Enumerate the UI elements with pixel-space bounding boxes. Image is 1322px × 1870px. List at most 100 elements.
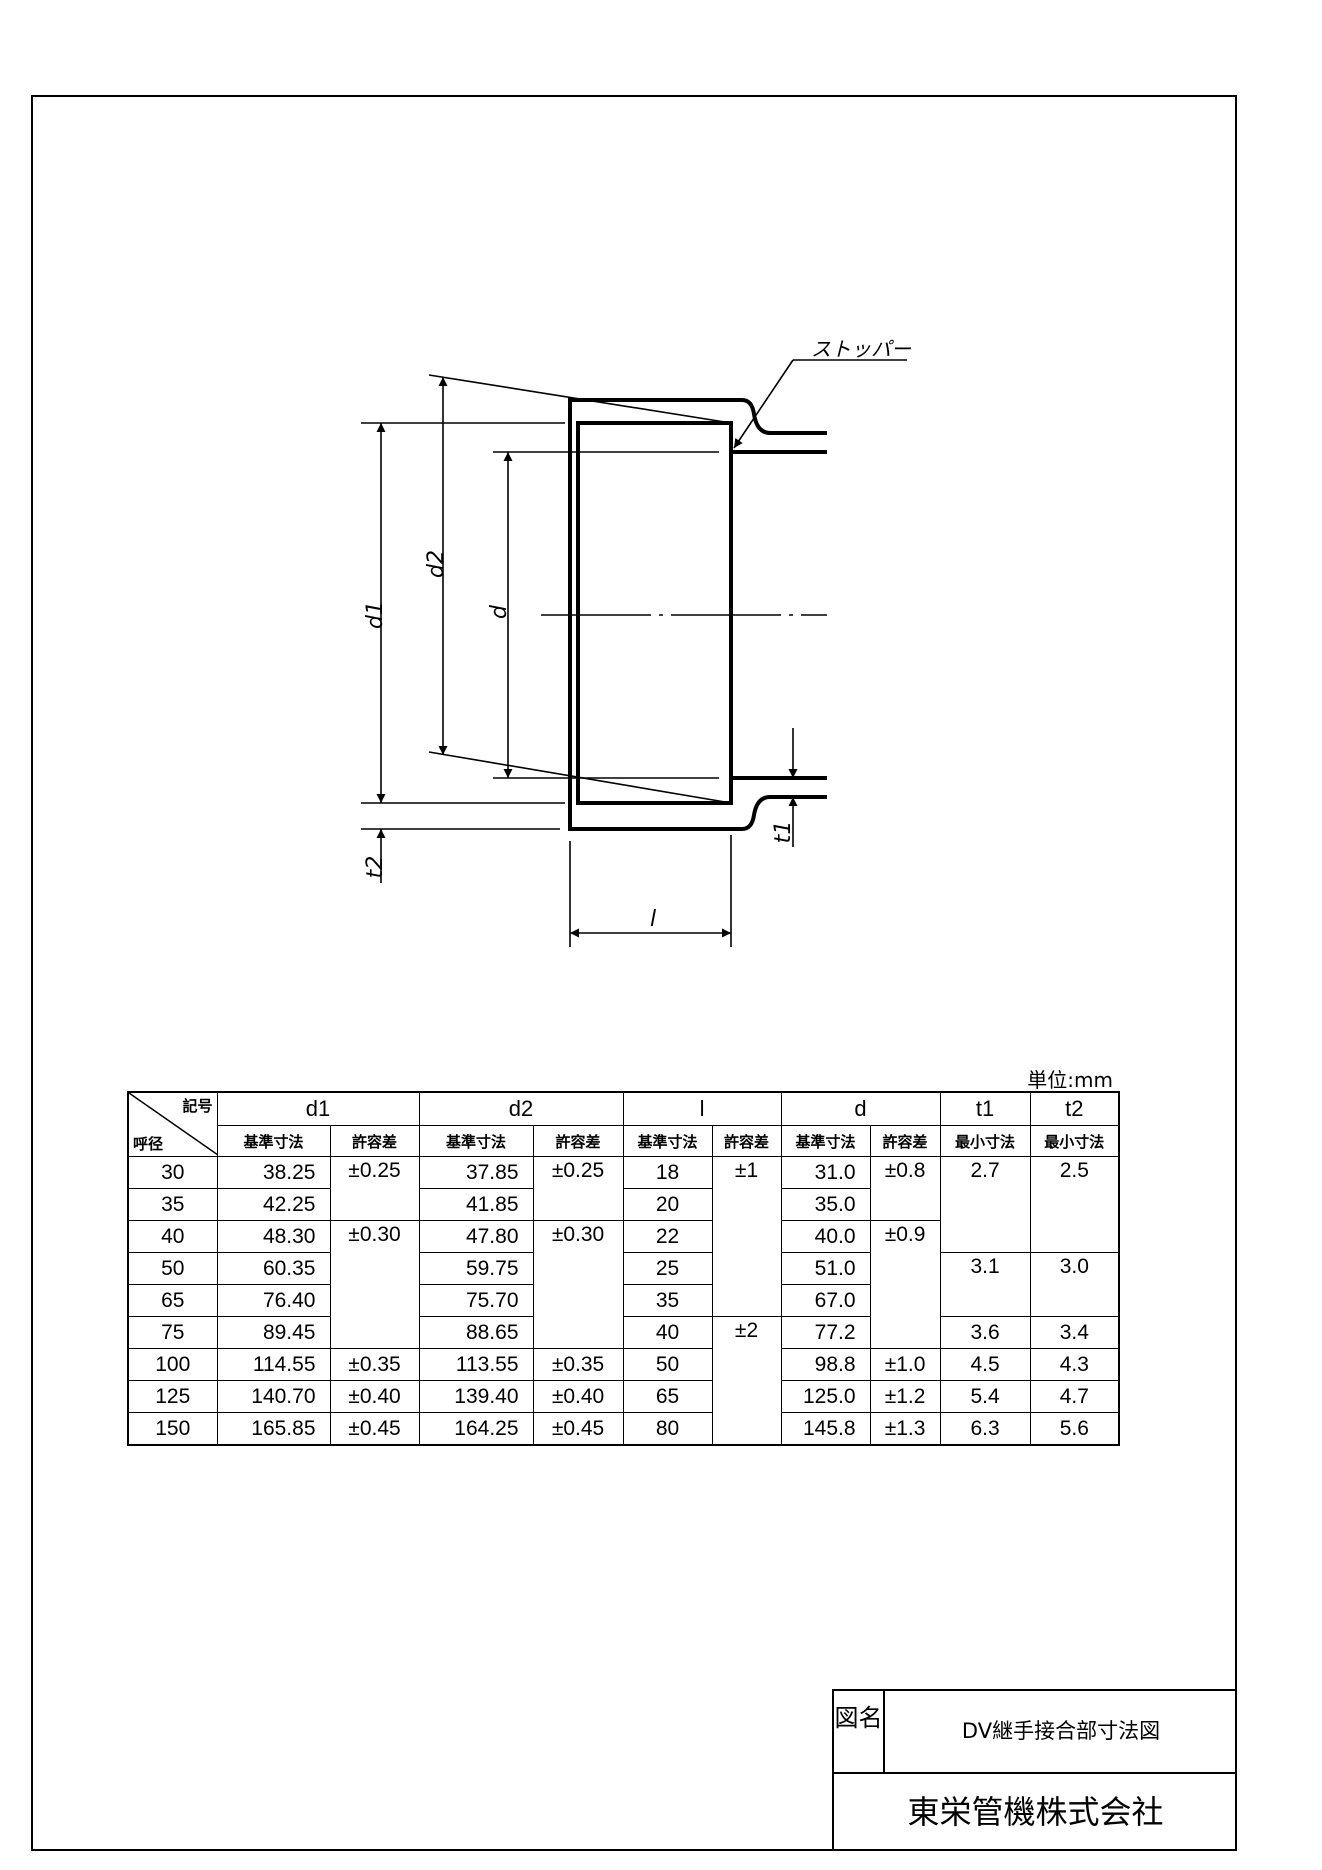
- value-cell: 77.2: [780, 1316, 871, 1349]
- nominal-size-label: 呼径: [133, 1136, 164, 1153]
- nominal-size-cell: 30: [127, 1156, 218, 1189]
- value-cell: 18: [622, 1156, 713, 1189]
- value-cell: 114.55: [216, 1348, 331, 1381]
- value-cell: ±0.30: [532, 1220, 624, 1349]
- value-cell: 165.85: [216, 1412, 331, 1446]
- value-cell: 2.5: [1029, 1156, 1120, 1253]
- value-cell: ±0.25: [532, 1156, 624, 1221]
- value-cell: ±0.25: [329, 1156, 420, 1221]
- value-cell: 164.25: [418, 1412, 534, 1446]
- value-cell: 42.25: [216, 1188, 331, 1221]
- subheader: 基準寸法: [622, 1125, 713, 1157]
- subheader: 許容差: [532, 1125, 624, 1157]
- value-cell: ±0.40: [329, 1380, 420, 1413]
- value-cell: 48.30: [216, 1220, 331, 1253]
- value-cell: 41.85: [418, 1188, 534, 1221]
- value-cell: 3.0: [1029, 1252, 1120, 1317]
- value-cell: 2.7: [939, 1156, 1031, 1253]
- value-cell: ±1: [711, 1156, 782, 1317]
- group-header: d: [780, 1091, 941, 1126]
- value-cell: 113.55: [418, 1348, 534, 1381]
- value-cell: 6.3: [939, 1412, 1031, 1446]
- value-cell: 140.70: [216, 1380, 331, 1413]
- value-cell: 80: [622, 1412, 713, 1446]
- value-cell: ±0.30: [329, 1220, 420, 1349]
- nominal-size-cell: 40: [127, 1220, 218, 1253]
- subheader: 最小寸法: [939, 1125, 1031, 1157]
- value-cell: 145.8: [780, 1412, 871, 1446]
- value-cell: ±1.3: [869, 1412, 941, 1446]
- d1-label: d1: [363, 601, 388, 629]
- value-cell: ±0.35: [532, 1348, 624, 1381]
- group-header: t2: [1029, 1091, 1120, 1126]
- d-label: d: [487, 604, 512, 619]
- corner-cell: 記号呼径: [127, 1091, 218, 1157]
- subheader-row: 基準寸法許容差基準寸法許容差基準寸法許容差基準寸法許容差最小寸法最小寸法: [128, 1125, 1120, 1157]
- nominal-size-cell: 65: [127, 1284, 218, 1317]
- value-cell: 75.70: [418, 1284, 534, 1317]
- group-header: d1: [216, 1091, 420, 1126]
- dimension-lines: [361, 359, 907, 947]
- value-cell: 3.6: [939, 1316, 1031, 1349]
- nominal-size-cell: 75: [127, 1316, 218, 1349]
- value-cell: 88.65: [418, 1316, 534, 1349]
- value-cell: ±0.45: [532, 1412, 624, 1446]
- value-cell: 40: [622, 1316, 713, 1349]
- symbol-label: 記号: [182, 1098, 213, 1115]
- value-cell: 67.0: [780, 1284, 871, 1317]
- value-cell: ±2: [711, 1316, 782, 1446]
- value-cell: ±0.8: [869, 1156, 941, 1221]
- value-cell: 35: [622, 1284, 713, 1317]
- value-cell: 60.35: [216, 1252, 331, 1285]
- value-cell: 37.85: [418, 1156, 534, 1189]
- value-cell: 51.0: [780, 1252, 871, 1285]
- drawing-title: DV継手接合部寸法図: [961, 1719, 1161, 1743]
- value-cell: 50: [622, 1348, 713, 1381]
- title-block-label: 図名: [834, 1691, 885, 1772]
- value-cell: 22: [622, 1220, 713, 1253]
- value-cell: 4.5: [939, 1348, 1031, 1381]
- drawing-frame: [31, 95, 1237, 1851]
- subheader: 許容差: [711, 1125, 782, 1157]
- value-cell: ±1.0: [869, 1348, 941, 1381]
- value-cell: ±1.2: [869, 1380, 941, 1413]
- value-cell: ±0.9: [869, 1220, 941, 1349]
- value-cell: 98.8: [780, 1348, 871, 1381]
- l-label: l: [650, 907, 656, 932]
- stopper-label: ストッパー: [811, 337, 912, 361]
- value-cell: 35.0: [780, 1188, 871, 1221]
- group-header: t1: [939, 1091, 1031, 1126]
- value-cell: 3.1: [939, 1252, 1031, 1317]
- stopper-leader: [733, 359, 794, 449]
- value-cell: 65: [622, 1380, 713, 1413]
- value-cell: 40.0: [780, 1220, 871, 1253]
- value-cell: 25: [622, 1252, 713, 1285]
- value-cell: ±0.35: [329, 1348, 420, 1381]
- value-cell: 5.4: [939, 1380, 1031, 1413]
- nominal-size-cell: 100: [127, 1348, 218, 1381]
- subheader: 基準寸法: [780, 1125, 871, 1157]
- subheader: 基準寸法: [216, 1125, 331, 1157]
- subheader: 許容差: [329, 1125, 420, 1157]
- value-cell: 59.75: [418, 1252, 534, 1285]
- group-header: l: [622, 1091, 782, 1126]
- t2-label: t2: [363, 856, 388, 879]
- subheader: 許容差: [869, 1125, 941, 1157]
- title-block: 図名 DV継手接合部寸法図 東栄管機株式会社: [832, 1689, 1237, 1851]
- diagonal-line: [129, 1093, 218, 1155]
- value-cell: 38.25: [216, 1156, 331, 1189]
- value-cell: 76.40: [216, 1284, 331, 1317]
- value-cell: 89.45: [216, 1316, 331, 1349]
- t1-label: t1: [771, 821, 796, 844]
- nominal-size-cell: 50: [127, 1252, 218, 1285]
- group-header: d2: [418, 1091, 624, 1126]
- subheader: 基準寸法: [418, 1125, 534, 1157]
